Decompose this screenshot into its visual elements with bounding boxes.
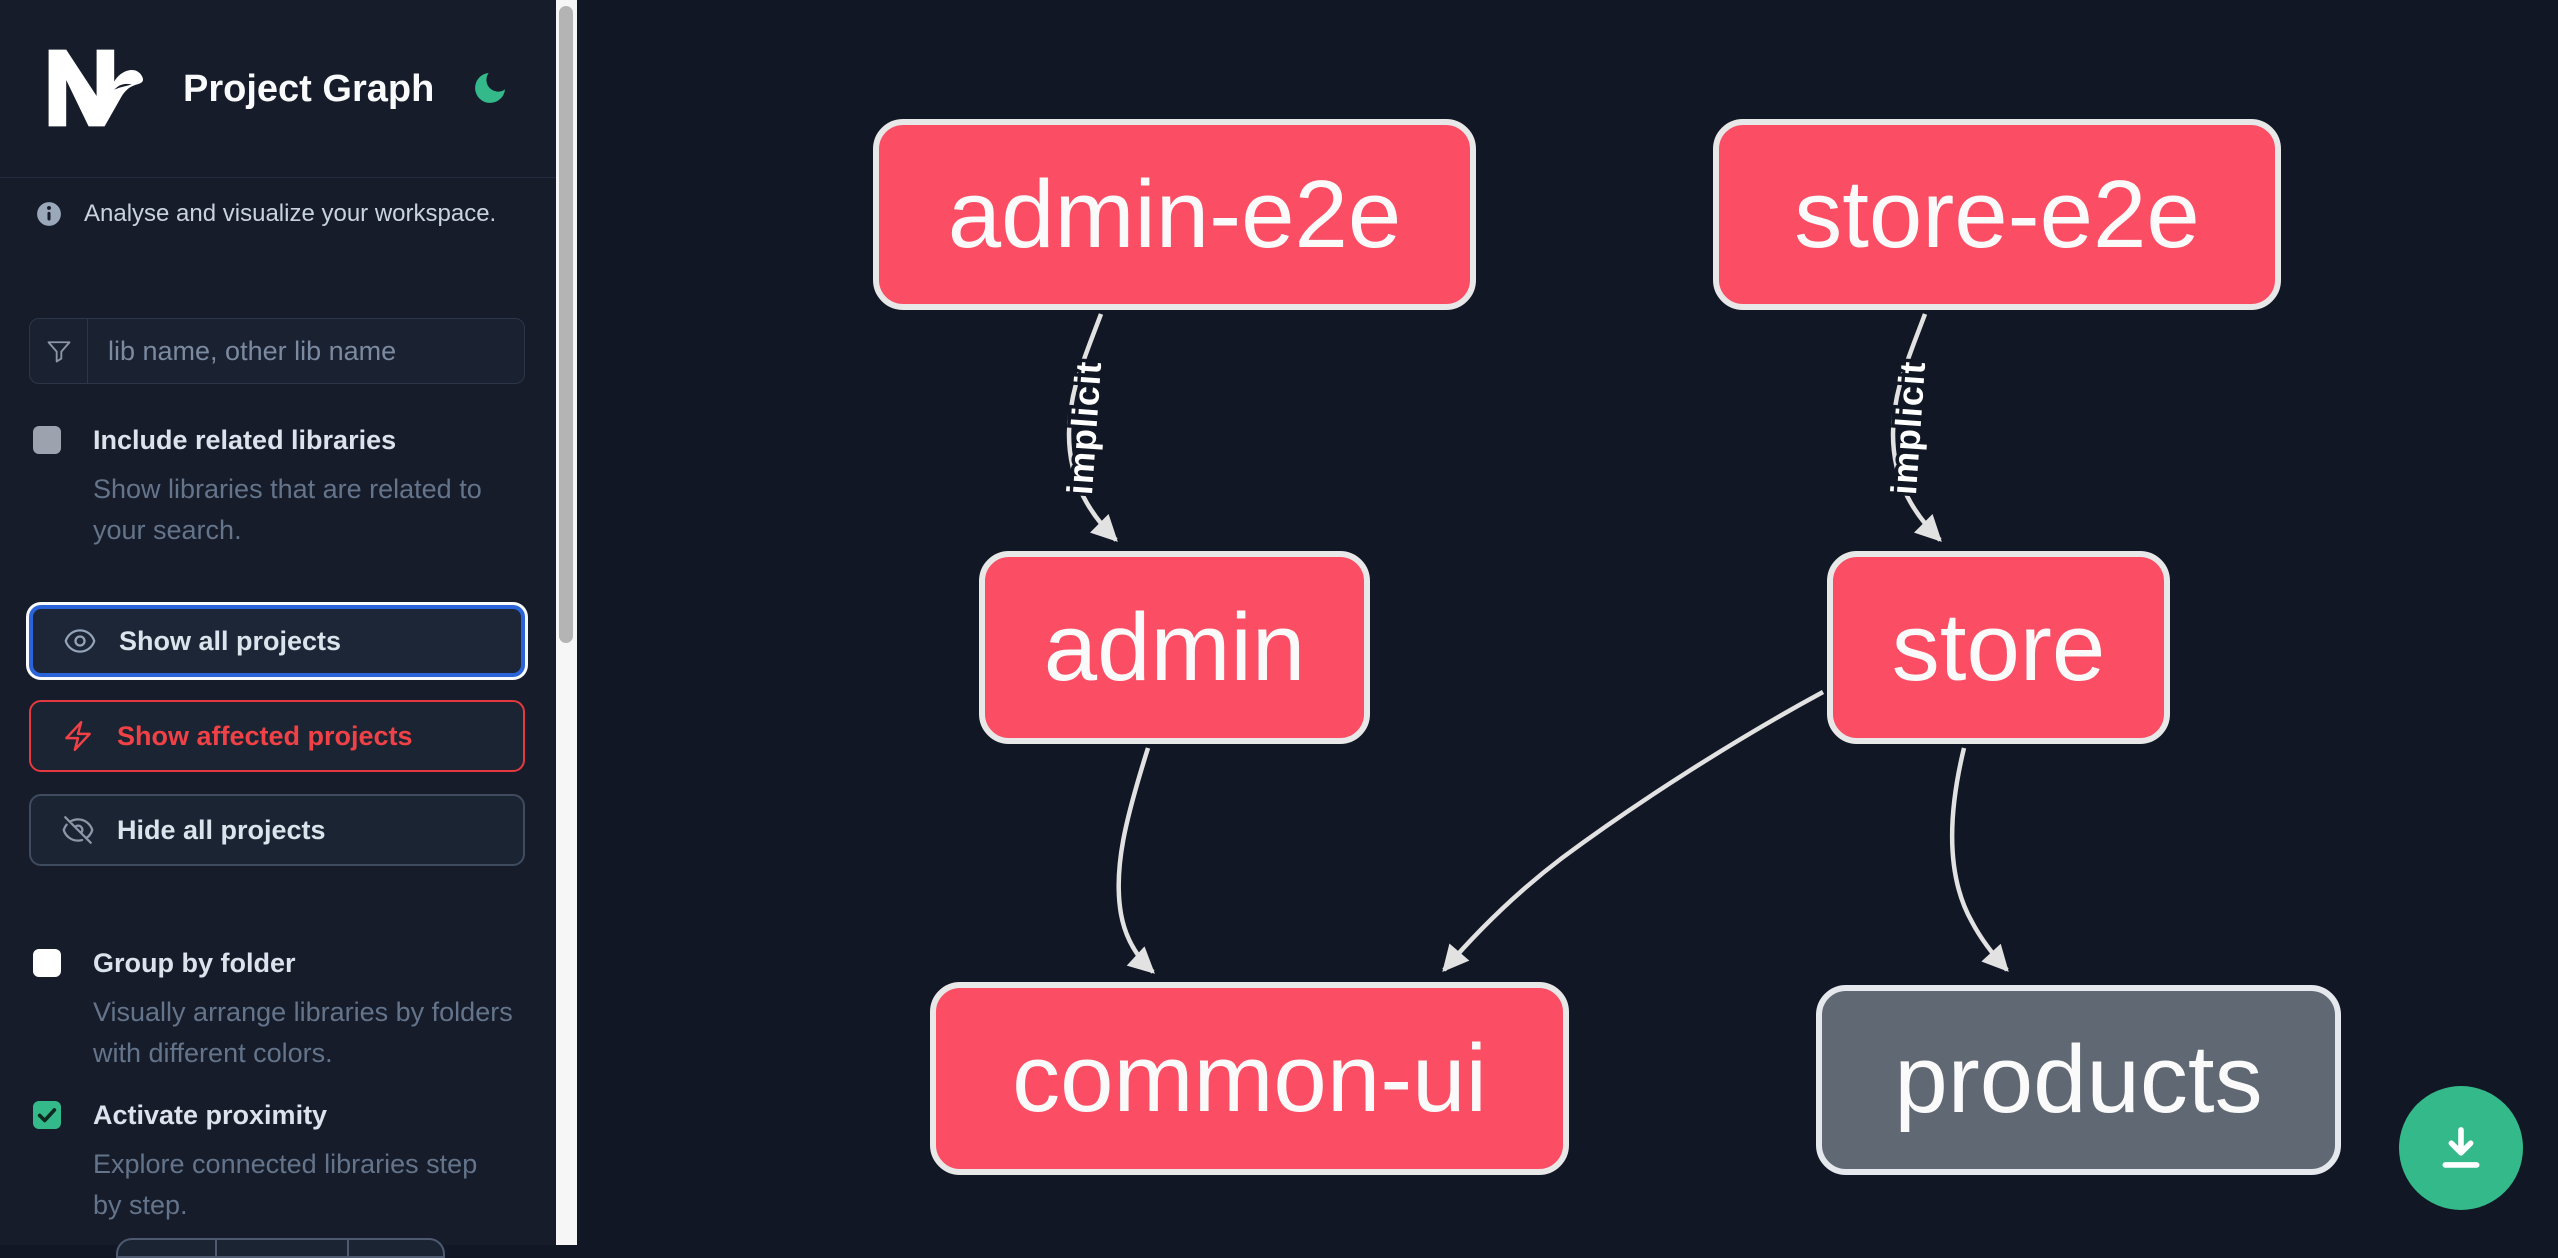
graph-node-admin[interactable]: admin bbox=[979, 551, 1370, 744]
graph-node-store[interactable]: store bbox=[1827, 551, 2170, 744]
download-image-button[interactable] bbox=[2399, 1086, 2523, 1210]
checkbox-row-include-related: Include related libraries Show libraries… bbox=[33, 424, 533, 551]
activate-proximity-checkbox[interactable] bbox=[33, 1101, 61, 1129]
group-by-folder-checkbox[interactable] bbox=[33, 949, 61, 977]
search-input[interactable] bbox=[88, 319, 524, 383]
activate-proximity-label: Activate proximity bbox=[93, 1100, 328, 1130]
show-affected-projects-button[interactable]: Show affected projects bbox=[29, 700, 525, 772]
proximity-depth-control[interactable] bbox=[116, 1238, 445, 1258]
edge-store-e2e-to-store[interactable] bbox=[1890, 313, 1942, 542]
show-all-projects-label: Show all projects bbox=[119, 625, 342, 656]
sidebar-scrollbar-thumb[interactable] bbox=[559, 6, 573, 643]
filter-search-box bbox=[29, 318, 525, 384]
sidebar: Project Graph Analyse and visualize your… bbox=[0, 0, 556, 1258]
edge-admin-to-common-ui[interactable] bbox=[1116, 747, 1155, 974]
eye-icon bbox=[63, 624, 97, 658]
checkbox-row-activate-proximity: Activate proximity Explore connected lib… bbox=[33, 1099, 533, 1226]
edge-admin-e2e-to-admin[interactable] bbox=[1066, 313, 1118, 542]
bolt-icon bbox=[61, 719, 95, 753]
hide-all-projects-label: Hide all projects bbox=[117, 814, 326, 845]
nx-logo bbox=[47, 44, 144, 132]
proximity-depth-increment[interactable] bbox=[349, 1240, 443, 1256]
workspace-tagline: Analyse and visualize your workspace. bbox=[84, 200, 497, 227]
info-icon bbox=[36, 201, 62, 227]
show-all-projects-button[interactable]: Show all projects bbox=[29, 605, 525, 677]
graph-node-products[interactable]: products bbox=[1816, 985, 2341, 1175]
moon-icon bbox=[470, 68, 514, 108]
group-by-folder-description: Visually arrange libraries by folders wi… bbox=[93, 997, 513, 1068]
proximity-depth-decrement[interactable] bbox=[118, 1240, 217, 1256]
sidebar-scrollbar-track bbox=[556, 0, 577, 1245]
app-title: Project Graph bbox=[183, 68, 435, 110]
edge-store-to-common-ui[interactable] bbox=[1442, 690, 1825, 972]
edge-label-implicit: implicit bbox=[1883, 360, 1933, 497]
show-affected-projects-label: Show affected projects bbox=[117, 720, 413, 751]
graph-node-admin-e2e[interactable]: admin-e2e bbox=[873, 119, 1476, 310]
hide-all-projects-button[interactable]: Hide all projects bbox=[29, 794, 525, 866]
eye-slash-icon bbox=[61, 813, 95, 847]
proximity-depth-value bbox=[217, 1240, 349, 1256]
sidebar-header: Project Graph bbox=[0, 0, 556, 178]
checkbox-row-group-by-folder: Group by folder Visually arrange librari… bbox=[33, 947, 533, 1074]
edge-store-to-products[interactable] bbox=[1949, 747, 2009, 972]
graph-node-common-ui[interactable]: common-ui bbox=[930, 982, 1569, 1175]
download-icon bbox=[2432, 1119, 2490, 1177]
funnel-icon bbox=[30, 319, 88, 383]
include-related-label: Include related libraries bbox=[93, 425, 397, 455]
edge-label-implicit: implicit bbox=[1059, 360, 1109, 497]
include-related-checkbox[interactable] bbox=[33, 426, 61, 454]
workspace-tagline-row: Analyse and visualize your workspace. bbox=[36, 200, 536, 228]
activate-proximity-description: Explore connected libraries step by step… bbox=[93, 1149, 478, 1220]
graph-node-store-e2e[interactable]: store-e2e bbox=[1713, 119, 2281, 310]
group-by-folder-label: Group by folder bbox=[93, 948, 296, 978]
include-related-description: Show libraries that are related to your … bbox=[93, 474, 482, 545]
theme-toggle-button[interactable] bbox=[470, 66, 514, 110]
